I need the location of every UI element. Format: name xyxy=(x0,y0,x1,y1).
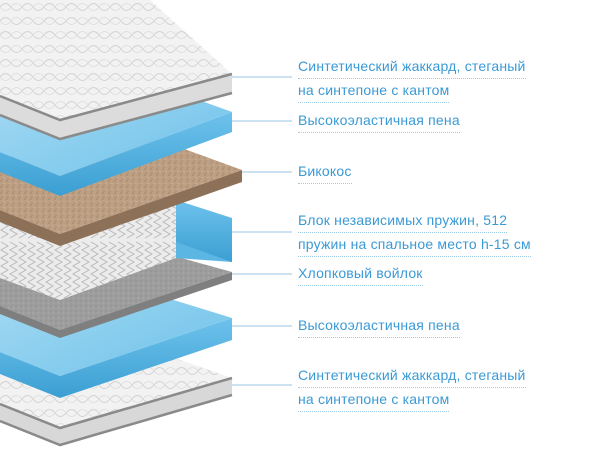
label-top-foam: Высокоэластичная пена xyxy=(298,109,460,133)
label-top-jacquard-line-2: на синтепоне с кантом xyxy=(298,79,450,103)
label-bottom-jacquard: Синтетический жаккард, стеганый на синте… xyxy=(298,364,526,412)
layer-top-jacquard xyxy=(0,0,233,141)
label-felt: Хлопковый войлок xyxy=(298,262,423,286)
label-bottom-jacquard-line-1: Синтетический жаккард, стеганый xyxy=(298,364,526,388)
label-springs: Блок независимых пружин, 512 пружин на с… xyxy=(298,209,531,257)
label-springs-line-1: Блок независимых пружин, 512 xyxy=(298,209,508,233)
label-springs-line-2: пружин на спальное место h-15 см xyxy=(298,233,531,257)
label-bottom-jacquard-line-2: на синтепоне с кантом xyxy=(298,388,450,412)
label-top-jacquard-line-1: Синтетический жаккард, стеганый xyxy=(298,55,526,79)
label-bottom-foam-line-1: Высокоэластичная пена xyxy=(298,314,460,338)
label-bottom-foam: Высокоэластичная пена xyxy=(298,314,460,338)
label-bicoconut-line-1: Бикокос xyxy=(298,160,352,184)
label-felt-line-1: Хлопковый войлок xyxy=(298,262,423,286)
leader-lines xyxy=(232,76,292,386)
label-bicoconut: Бикокос xyxy=(298,160,352,184)
label-top-jacquard: Синтетический жаккард, стеганый на синте… xyxy=(298,55,526,103)
label-top-foam-line-1: Высокоэластичная пена xyxy=(298,109,460,133)
